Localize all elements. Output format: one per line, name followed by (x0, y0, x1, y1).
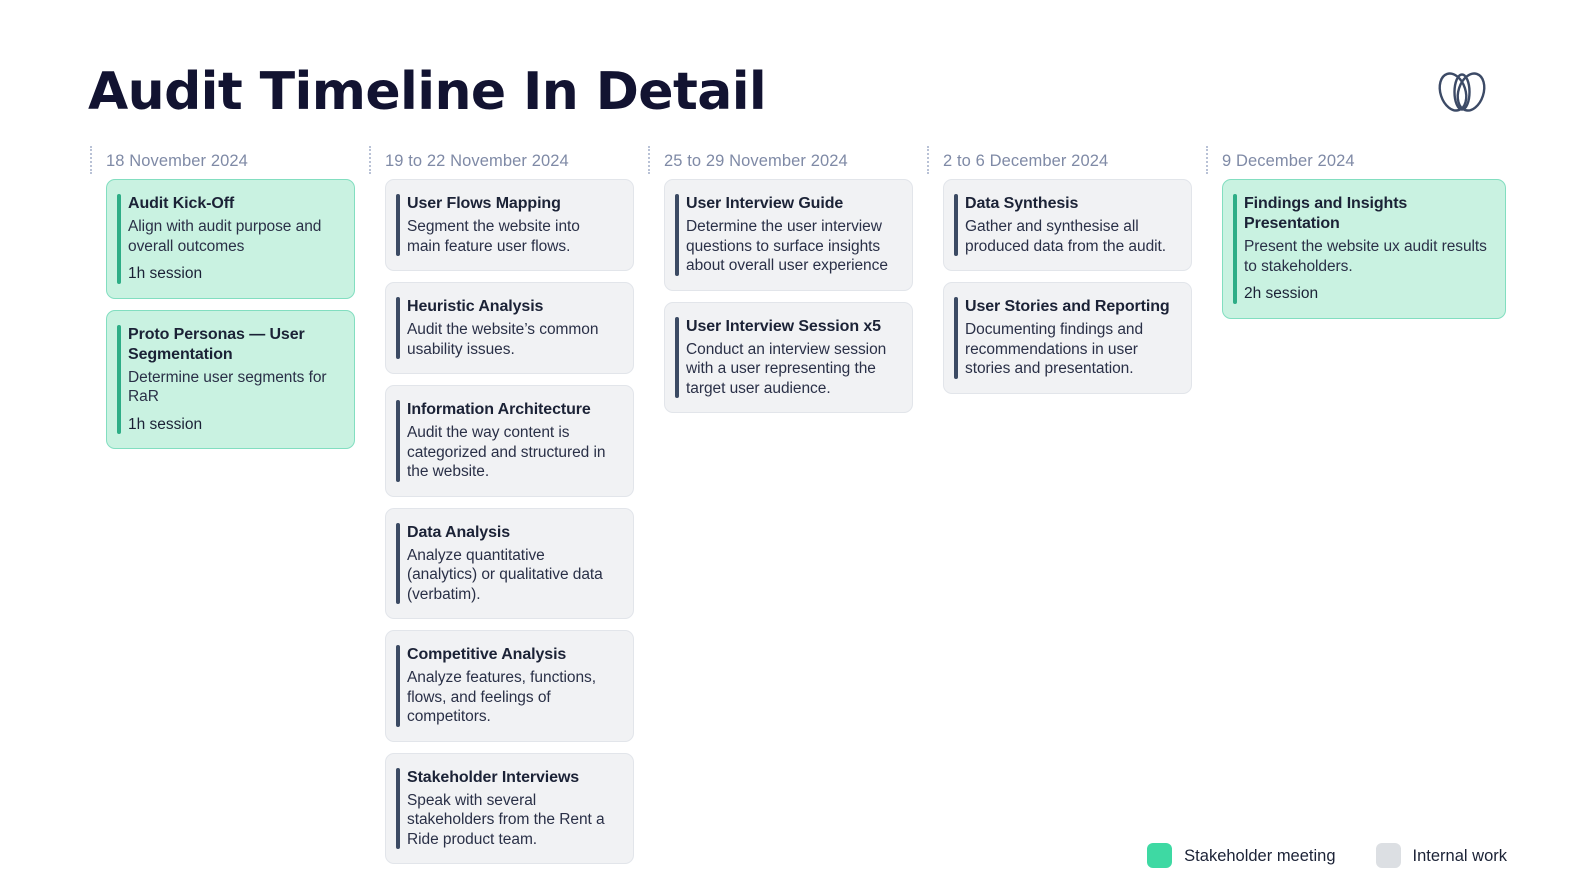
card-description: Speak with several stakeholders from the… (407, 791, 605, 848)
legend-swatch-grey (1375, 843, 1401, 868)
card-description: Align with audit purpose and overall out… (128, 218, 322, 255)
card-title: User Flows Mapping (407, 195, 561, 212)
column-date-label: 2 to 6 December 2024 (943, 152, 1109, 170)
card-title: User Interview Guide (686, 195, 844, 212)
card-title: User Interview Session x5 (686, 317, 881, 335)
legend-swatch-green (1147, 843, 1173, 868)
card-title: Information Architecture (407, 401, 591, 418)
card-duration: 2h session (1244, 285, 1319, 302)
card-title: Heuristic Analysis (407, 298, 544, 315)
card-description: Segment the website into main feature us… (407, 218, 580, 255)
column-header: 19 to 22 November 2024 (367, 143, 646, 179)
card-accent-bar (1233, 194, 1237, 304)
card-title: Stakeholder Interviews (407, 768, 580, 786)
card-accent-bar (396, 400, 400, 482)
card-duration: 1h session (128, 415, 203, 433)
card-description: Audit the website’s common usability iss… (407, 321, 599, 358)
card-title: Proto Personas — User Segmentation (128, 325, 305, 363)
column-date-label: 25 to 29 November 2024 (664, 152, 848, 170)
card-description: Determine user segments for RaR (128, 368, 327, 406)
legend: Stakeholder meeting Internal work (1147, 843, 1507, 868)
card-accent-bar (396, 767, 400, 849)
column-date-label: 19 to 22 November 2024 (385, 152, 569, 170)
legend-label: Internal work (1412, 846, 1507, 865)
card-accent-bar (954, 194, 958, 256)
column-divider (90, 146, 92, 174)
card-description: Present the website ux audit results to … (1244, 238, 1487, 275)
card-description: Audit the way content is categorized and… (407, 424, 606, 480)
column-divider (648, 146, 650, 174)
card-description: Determine the user interview questions t… (686, 218, 888, 274)
column-divider (1206, 146, 1208, 174)
card-accent-bar (396, 194, 400, 256)
card-accent-bar (675, 316, 679, 398)
card-description: Analyze quantitative (analytics) or qual… (407, 546, 603, 603)
card-accent-bar (954, 297, 958, 379)
card-accent-bar (396, 645, 400, 727)
column-divider (369, 146, 371, 174)
card-description: Analyze features, functions, flows, and … (407, 669, 597, 725)
card-description: Conduct an interview session with a user… (686, 340, 887, 397)
column-header: 25 to 29 November 2024 (646, 143, 925, 179)
column-header: 9 December 2024 (1204, 143, 1509, 179)
card-title: Competitive Analysis (407, 646, 567, 663)
card-description: Documenting findings and recommendations… (965, 321, 1144, 377)
column-date-label: 9 December 2024 (1222, 152, 1355, 170)
card-accent-bar (396, 297, 400, 359)
double-loop-logo-icon (1425, 55, 1499, 129)
column-divider (927, 146, 929, 174)
card-title: Data Synthesis (965, 195, 1079, 212)
legend-label: Stakeholder meeting (1184, 846, 1336, 865)
page-header: Audit Timeline In Detail (88, 52, 1505, 132)
column-header: 18 November 2024 (88, 143, 367, 179)
card-accent-bar (117, 324, 121, 434)
timeline-card[interactable]: User Interview Session x5 Conduct an inte… (664, 301, 913, 413)
card-title: Findings and Insights Presentation (1244, 195, 1408, 232)
card-title: Audit Kick-Off (128, 195, 235, 212)
card-accent-bar (396, 522, 400, 604)
card-accent-bar (675, 194, 679, 276)
column-date-label: 18 November 2024 (106, 152, 248, 170)
legend-item: Stakeholder meeting (1147, 843, 1336, 868)
card-description: Gather and synthesise all produced data … (965, 218, 1167, 255)
card-duration: 1h session (128, 265, 203, 282)
page-title: Audit Timeline In Detail (88, 62, 767, 122)
column-header: 2 to 6 December 2024 (925, 143, 1204, 179)
legend-item: Internal work (1375, 843, 1507, 868)
card-title: Data Analysis (407, 523, 511, 541)
card-accent-bar (117, 194, 121, 284)
card-title: User Stories and Reporting (965, 298, 1170, 315)
